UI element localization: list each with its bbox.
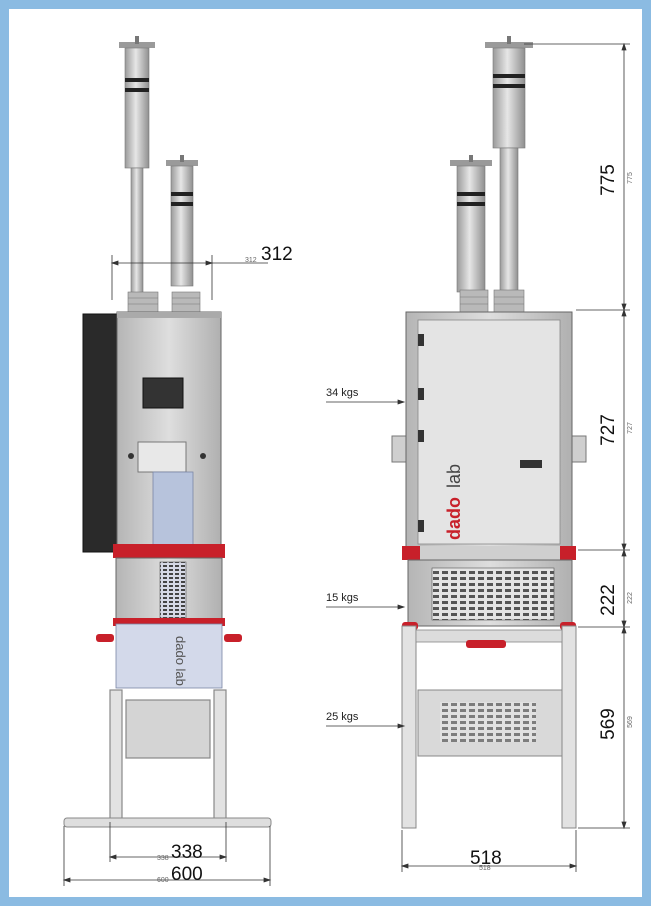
weight-stand: 25 kgs: [326, 711, 359, 723]
front-side-panel: [82, 313, 122, 553]
dim-front-leg-spacing-small: 338: [157, 855, 169, 862]
dim-side-leg-spacing-small: 518: [479, 865, 491, 872]
side-handle: [520, 460, 542, 468]
svg-text:dado lab: dado lab: [173, 636, 188, 686]
front-view: dado lab: [63, 36, 272, 828]
dim-inlet-spacing-small: 312: [245, 257, 257, 264]
dim-stand-height-small: 569: [627, 716, 634, 728]
dim-cabinet-height: 727: [598, 414, 619, 446]
side-stand: [401, 625, 577, 829]
front-dimension-lines: [62, 255, 272, 886]
logo-bold: dado: [444, 497, 464, 540]
brand-logo: dado lab: [444, 464, 464, 540]
front-stand: [109, 689, 227, 821]
side-dimension-lines: [326, 42, 630, 872]
front-base-plate: [63, 817, 272, 828]
front-short-inlet: [166, 155, 201, 313]
weight-module: 15 kgs: [326, 592, 359, 604]
dim-lower-module-height: 222: [598, 584, 619, 616]
dim-front-leg-spacing: 338: [171, 842, 203, 863]
weight-cabinet: 34 kgs: [326, 387, 359, 399]
front-red-band-lower: [113, 618, 225, 626]
front-display: [142, 377, 184, 409]
side-short-inlet: [450, 155, 492, 313]
side-tall-inlet: [485, 36, 533, 313]
dim-cabinet-height-small: 727: [627, 422, 634, 434]
dim-lower-module-height-small: 222: [627, 592, 634, 604]
dim-stand-height: 569: [598, 708, 619, 740]
dim-base-width: 600: [171, 864, 203, 885]
svg-text:dado lab: dado lab: [444, 464, 464, 540]
front-red-band-upper: [113, 544, 225, 558]
front-logo-module: [115, 623, 223, 689]
front-tall-inlet: [119, 36, 159, 313]
side-view: dado lab: [391, 36, 587, 829]
dim-inlet-spacing: 312: [261, 244, 293, 265]
dim-base-width-small: 600: [157, 877, 169, 884]
dim-side-leg-spacing: 518: [470, 848, 502, 869]
logo-light: lab: [444, 464, 464, 488]
dim-inlet-height-small: 775: [627, 172, 634, 184]
side-grill: [431, 567, 555, 621]
dim-inlet-height: 775: [598, 164, 619, 196]
